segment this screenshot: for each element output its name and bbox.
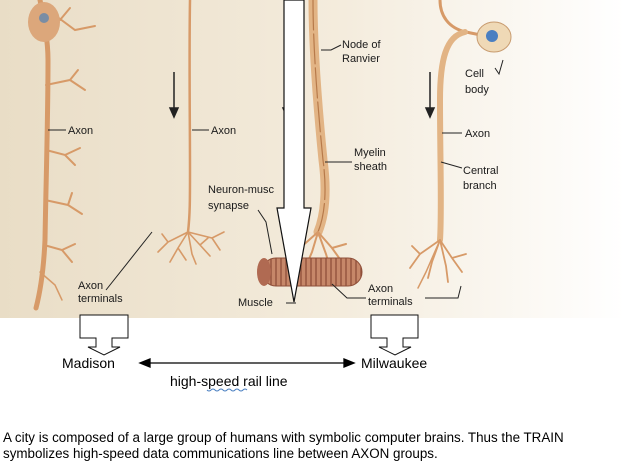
middle-neuron: [157, 0, 225, 265]
callout-arrow-milwaukee: [370, 314, 419, 356]
label-axon-middle: Axon: [211, 125, 236, 137]
nucleus: [486, 30, 498, 42]
city-madison: Madison: [62, 355, 115, 371]
label-muscle: Muscle: [238, 297, 273, 309]
label-myelin-sheath: Myelin sheath: [354, 147, 389, 173]
label-node-of-ranvier: Node of Ranvier: [342, 39, 384, 65]
leader-lines: [48, 44, 504, 304]
city-milwaukee: Milwaukee: [361, 355, 427, 371]
label-axon-left: Axon: [68, 125, 93, 137]
rail-line-arrow: [138, 358, 356, 368]
label-axon-right: Axon: [465, 128, 490, 140]
spellcheck-underline: [206, 388, 248, 392]
label-axon-terminals-right: Axon terminals: [368, 283, 413, 308]
muscle-fiber: [257, 257, 363, 287]
label-central-branch: Central branch: [463, 165, 502, 192]
label-cell-body: Cell body: [465, 68, 489, 96]
label-axon-terminals-left: Axon terminals: [78, 280, 123, 305]
cell-body-right: [476, 21, 512, 53]
right-neuron: [409, 0, 492, 289]
callout-arrow-madison: [79, 314, 129, 356]
large-pointer-arrow: [276, 0, 312, 303]
caption-text: A city is composed of a large group of h…: [3, 430, 564, 461]
cell-body-left: [28, 2, 60, 42]
label-neuron-muscle-synapse: Neuron-musc synapse: [208, 184, 277, 212]
rail-line-label: high-speed rail line: [170, 373, 288, 389]
